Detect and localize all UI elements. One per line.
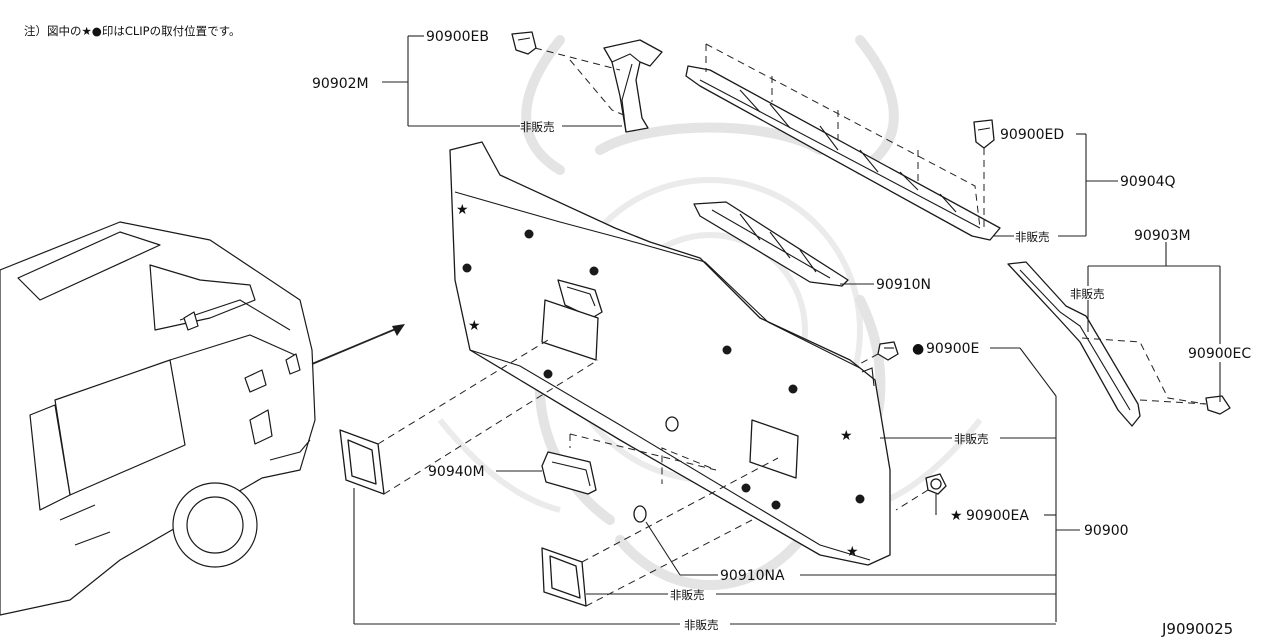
label-90940M: 90940M	[428, 464, 485, 480]
label-90900ED: 90900ED	[1000, 127, 1064, 143]
label-90910NA: 90910NA	[720, 568, 785, 584]
label-90900: 90900	[1084, 523, 1129, 539]
clip-markers: ★ ★ ★ ★	[456, 202, 865, 560]
speaker-grille-bottom	[541, 547, 587, 607]
pillar-trim-90902M	[603, 39, 663, 133]
label-not-for-sale: 非販売	[954, 432, 989, 446]
clip-90900E	[877, 341, 899, 361]
leader-dashed	[581, 457, 779, 607]
cap-90910NA	[633, 416, 679, 523]
pull-handle-90940M	[541, 451, 597, 495]
upper-finisher-90904Q	[685, 65, 1001, 241]
label-not-for-sale: 非販売	[684, 618, 719, 632]
label-clip-dot: ●	[912, 341, 924, 357]
clip-dot-marker	[589, 266, 599, 276]
speaker-grille-left	[339, 429, 385, 495]
header-note: 注）図中の★●印はCLIPの取付位置です。	[24, 24, 240, 38]
label-90900E: 90900E	[926, 341, 979, 357]
label-not-for-sale: 非販売	[670, 588, 705, 602]
label-90904Q: 90904Q	[1120, 174, 1176, 190]
pillar-trim-90903M	[1007, 261, 1141, 427]
label-90900EC: 90900EC	[1188, 346, 1251, 362]
leader-dashed	[1081, 337, 1207, 405]
leader-dashed	[569, 433, 717, 484]
label-not-for-sale: 非販売	[1015, 230, 1050, 244]
clip-star-marker: ★	[456, 202, 469, 218]
clip-dot-marker	[788, 384, 798, 394]
leader-dashed	[705, 43, 981, 229]
label-90900EB: 90900EB	[426, 29, 489, 45]
leader-dashed	[895, 489, 929, 511]
clip-dot-marker	[722, 345, 732, 355]
label-clip-star: ★	[950, 508, 963, 524]
direction-arrow	[311, 324, 405, 365]
clip-90900EB	[511, 31, 537, 55]
garnish-90910N	[693, 201, 849, 287]
clip-90900EC	[1205, 395, 1231, 415]
clip-star-marker: ★	[468, 318, 481, 334]
clip-90900EA	[925, 473, 947, 495]
clip-90900ED	[973, 119, 995, 149]
clip-dot-marker	[741, 483, 751, 493]
label-not-for-sale: 非販売	[520, 120, 555, 134]
label-90902M: 90902M	[312, 76, 369, 92]
clip-dot-marker	[462, 263, 472, 273]
diagram-code: J9090025	[1161, 620, 1233, 638]
back-door-trim-panel	[449, 141, 891, 566]
callout-lines	[353, 35, 1221, 625]
vehicle-illustration	[0, 221, 316, 616]
clip-dot-marker	[543, 369, 553, 379]
label-not-for-sale: 非販売	[1070, 287, 1105, 301]
leader-dashed	[855, 353, 879, 367]
label-90910N: 90910N	[876, 277, 931, 293]
clip-dot-marker	[771, 500, 781, 510]
label-90903M: 90903M	[1134, 228, 1191, 244]
leader-dashed	[534, 47, 627, 117]
clip-star-marker: ★	[846, 544, 859, 560]
leader-dashed	[377, 339, 599, 495]
clip-star-marker: ★	[840, 428, 853, 444]
clip-dot-marker	[855, 494, 865, 504]
clip-dot-marker	[524, 229, 534, 239]
label-90900EA: 90900EA	[966, 508, 1029, 524]
